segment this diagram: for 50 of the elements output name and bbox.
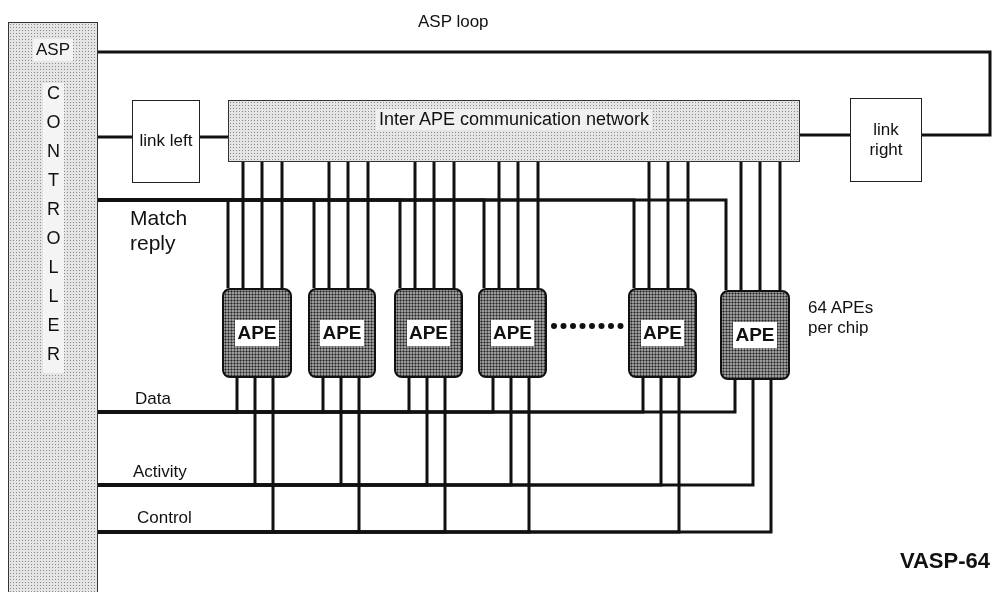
processor-block bbox=[308, 288, 376, 378]
connector-line bbox=[536, 162, 540, 288]
processor-block bbox=[478, 288, 547, 378]
connector-line bbox=[516, 162, 520, 288]
block-label: APE bbox=[733, 322, 777, 348]
block-label: APE bbox=[640, 320, 685, 346]
connector-line bbox=[778, 162, 782, 290]
block-label: APE bbox=[320, 320, 364, 346]
connector-line bbox=[413, 162, 417, 288]
edge-label: Data bbox=[135, 389, 171, 409]
block-label: APE bbox=[490, 320, 535, 346]
connector-line bbox=[346, 162, 350, 288]
connector-line bbox=[686, 162, 690, 288]
block-label: APE bbox=[235, 320, 279, 346]
processor-block bbox=[720, 290, 790, 380]
processor-block bbox=[628, 288, 697, 378]
block-label: APE bbox=[406, 320, 451, 346]
connector-line bbox=[200, 135, 228, 139]
side-note: 64 APEs per chip bbox=[808, 298, 875, 338]
connector-line bbox=[666, 162, 670, 288]
connector-line bbox=[800, 133, 850, 137]
box-label: link left bbox=[138, 131, 194, 152]
box-label: link right bbox=[868, 119, 904, 161]
processor-block bbox=[222, 288, 292, 378]
connector-line bbox=[497, 162, 501, 288]
connector-line bbox=[647, 162, 651, 288]
connector-line bbox=[432, 162, 436, 288]
connector-line bbox=[280, 162, 284, 288]
block-label: Inter APE communication network bbox=[375, 109, 653, 130]
connector-line bbox=[327, 162, 331, 288]
block-title: ASP bbox=[33, 39, 73, 61]
edge-label: Activity bbox=[133, 462, 187, 482]
link-box bbox=[850, 98, 922, 182]
connector-line bbox=[739, 162, 743, 290]
edge-label: ASP loop bbox=[418, 12, 489, 32]
connector-line bbox=[241, 162, 245, 288]
connector-line bbox=[452, 162, 456, 288]
processor-block bbox=[394, 288, 463, 378]
link-box bbox=[132, 100, 200, 183]
connector-line bbox=[758, 162, 762, 290]
connector-line bbox=[260, 162, 264, 288]
network-bar bbox=[228, 100, 800, 162]
connector-line bbox=[98, 50, 992, 137]
edge-label: Match reply bbox=[130, 205, 189, 256]
connector-line bbox=[98, 135, 132, 139]
edge-label: Control bbox=[137, 508, 192, 528]
connector-line bbox=[366, 162, 370, 288]
diagram-title: VASP-64 bbox=[899, 548, 990, 574]
controller-bar bbox=[8, 22, 98, 592]
vertical-label: CONTROLLER bbox=[42, 83, 64, 373]
